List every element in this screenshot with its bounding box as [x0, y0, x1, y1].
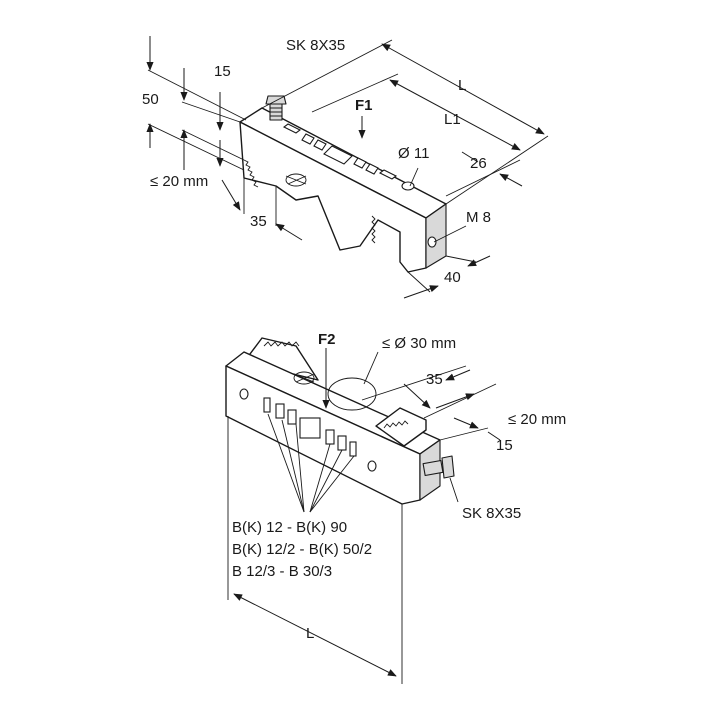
- bottom-screw: [422, 455, 455, 479]
- bottom-dim-35: 35: [426, 371, 443, 388]
- top-bracket-teeth-left: [243, 159, 259, 188]
- bottom-force-label: F2: [318, 331, 336, 348]
- top-bracket-teeth-hook: [371, 215, 376, 244]
- bottom-dim-20: ≤ 20 mm: [508, 411, 566, 428]
- top-dim-20: ≤ 20 mm: [150, 173, 208, 190]
- bottom-pipe-label: ≤ Ø 30 mm: [382, 335, 456, 352]
- bottom-dim-15: 15: [496, 437, 513, 454]
- top-screw-label: SK 8X35: [286, 37, 345, 54]
- bottom-teeth-upper: [263, 341, 300, 347]
- top-bracket-front-face: [239, 121, 427, 273]
- top-dim-26: 26: [470, 155, 487, 172]
- top-bracket-view: SK 8X35 F1 Ø 11 M 8 L L1 15 50 ≤ 20 mm 3…: [142, 36, 549, 299]
- top-hole-label: Ø 11: [398, 145, 429, 162]
- top-thread-label: M 8: [466, 209, 491, 226]
- top-bracket-slots: [282, 123, 415, 191]
- compat-line-1: B(K) 12 - B(K) 90: [232, 519, 347, 536]
- bottom-pipe-outline: [327, 377, 377, 411]
- top-bracket-m8-hole: [427, 236, 437, 248]
- top-dim-35: 35: [250, 213, 267, 230]
- compat-line-3: B 12/3 - B 30/3: [232, 563, 332, 580]
- top-force-label: F1: [355, 97, 373, 114]
- bottom-clip-symbol: [293, 371, 315, 385]
- top-clip-symbol: [285, 173, 307, 187]
- top-dim-50: 50: [142, 91, 159, 108]
- bottom-screw-label: SK 8X35: [462, 505, 521, 522]
- top-screw: [265, 95, 287, 121]
- top-dim-l: L: [458, 77, 466, 94]
- bottom-bracket-view: F2 ≤ Ø 30 mm 35 ≤ 20 mm 15 SK 8X35 B(K) …: [225, 331, 566, 684]
- top-dim-l1: L1: [444, 111, 461, 128]
- bottom-bracket-hook: [375, 407, 427, 447]
- compat-line-2: B(K) 12/2 - B(K) 50/2: [232, 541, 372, 558]
- bottom-dim-l: L: [306, 625, 314, 642]
- top-dim-15: 15: [214, 63, 231, 80]
- top-dimension-lines: [146, 36, 549, 299]
- bottom-dimension-lines: [227, 351, 501, 684]
- bottom-bracket-slots: [239, 388, 377, 472]
- top-dim-40: 40: [444, 269, 461, 286]
- bottom-teeth-lower: [383, 420, 409, 429]
